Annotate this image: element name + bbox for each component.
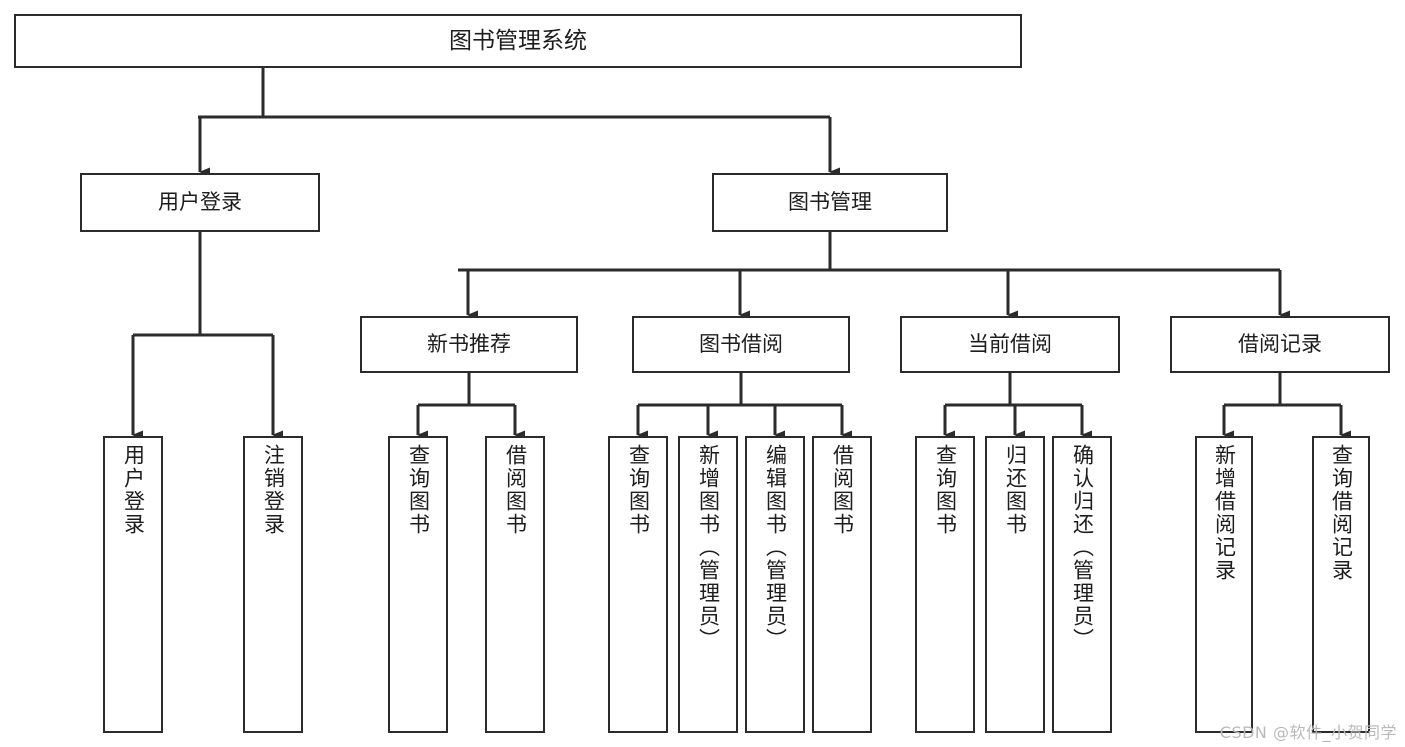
node-leaf-query-book-cb[interactable]: 查询图书 [915,436,975,733]
node-leaf-query-book-cb-label: 查询图书 [933,444,958,536]
node-leaf-add-book[interactable]: 新增图书（管理员） [678,436,738,733]
node-leaf-user-login[interactable]: 用户登录 [103,436,163,733]
node-leaf-query-book-rec[interactable]: 查询图书 [388,436,448,733]
node-leaf-borrow-book-rec-label: 借阅图书 [503,444,528,536]
node-leaf-confirm-return-label: 确认归还（管理员） [1070,444,1095,651]
node-book-manage[interactable]: 图书管理 [712,173,948,232]
node-book-borrow-label: 图书借阅 [699,332,783,357]
node-user-login-label: 用户登录 [158,190,242,215]
node-leaf-confirm-return[interactable]: 确认归还（管理员） [1052,436,1112,733]
node-leaf-edit-book-label: 编辑图书（管理员） [763,444,788,651]
node-current-borrow-label: 当前借阅 [968,332,1052,357]
node-root[interactable]: 图书管理系统 [14,14,1022,68]
node-book-manage-label: 图书管理 [788,190,872,215]
node-leaf-borrow-book-rec[interactable]: 借阅图书 [485,436,545,733]
node-leaf-query-book-rec-label: 查询图书 [406,444,431,536]
node-leaf-add-record-label: 新增借阅记录 [1212,444,1237,582]
node-leaf-logout[interactable]: 注销登录 [243,436,303,733]
node-new-book-rec[interactable]: 新书推荐 [360,316,578,373]
node-root-label: 图书管理系统 [449,27,587,54]
node-current-borrow[interactable]: 当前借阅 [900,316,1120,373]
node-borrow-record[interactable]: 借阅记录 [1170,316,1390,373]
node-leaf-query-book-bb-label: 查询图书 [626,444,651,536]
node-new-book-rec-label: 新书推荐 [427,332,511,357]
node-book-borrow[interactable]: 图书借阅 [632,316,850,373]
node-leaf-add-book-label: 新增图书（管理员） [696,444,721,651]
node-borrow-record-label: 借阅记录 [1238,332,1322,357]
node-leaf-return-book[interactable]: 归还图书 [985,436,1045,733]
node-leaf-user-login-label: 用户登录 [121,444,146,536]
node-leaf-logout-label: 注销登录 [261,444,286,536]
node-leaf-borrow-book-bb-label: 借阅图书 [830,444,855,536]
node-leaf-edit-book[interactable]: 编辑图书（管理员） [745,436,805,733]
node-leaf-query-record-label: 查询借阅记录 [1329,444,1354,582]
node-user-login[interactable]: 用户登录 [80,173,320,232]
node-leaf-query-book-bb[interactable]: 查询图书 [608,436,668,733]
node-leaf-add-record[interactable]: 新增借阅记录 [1195,436,1253,733]
node-leaf-query-record[interactable]: 查询借阅记录 [1312,436,1370,733]
node-leaf-return-book-label: 归还图书 [1003,444,1028,536]
watermark: CSDN @软件_小贺同学 [1219,723,1397,742]
node-leaf-borrow-book-bb[interactable]: 借阅图书 [812,436,872,733]
